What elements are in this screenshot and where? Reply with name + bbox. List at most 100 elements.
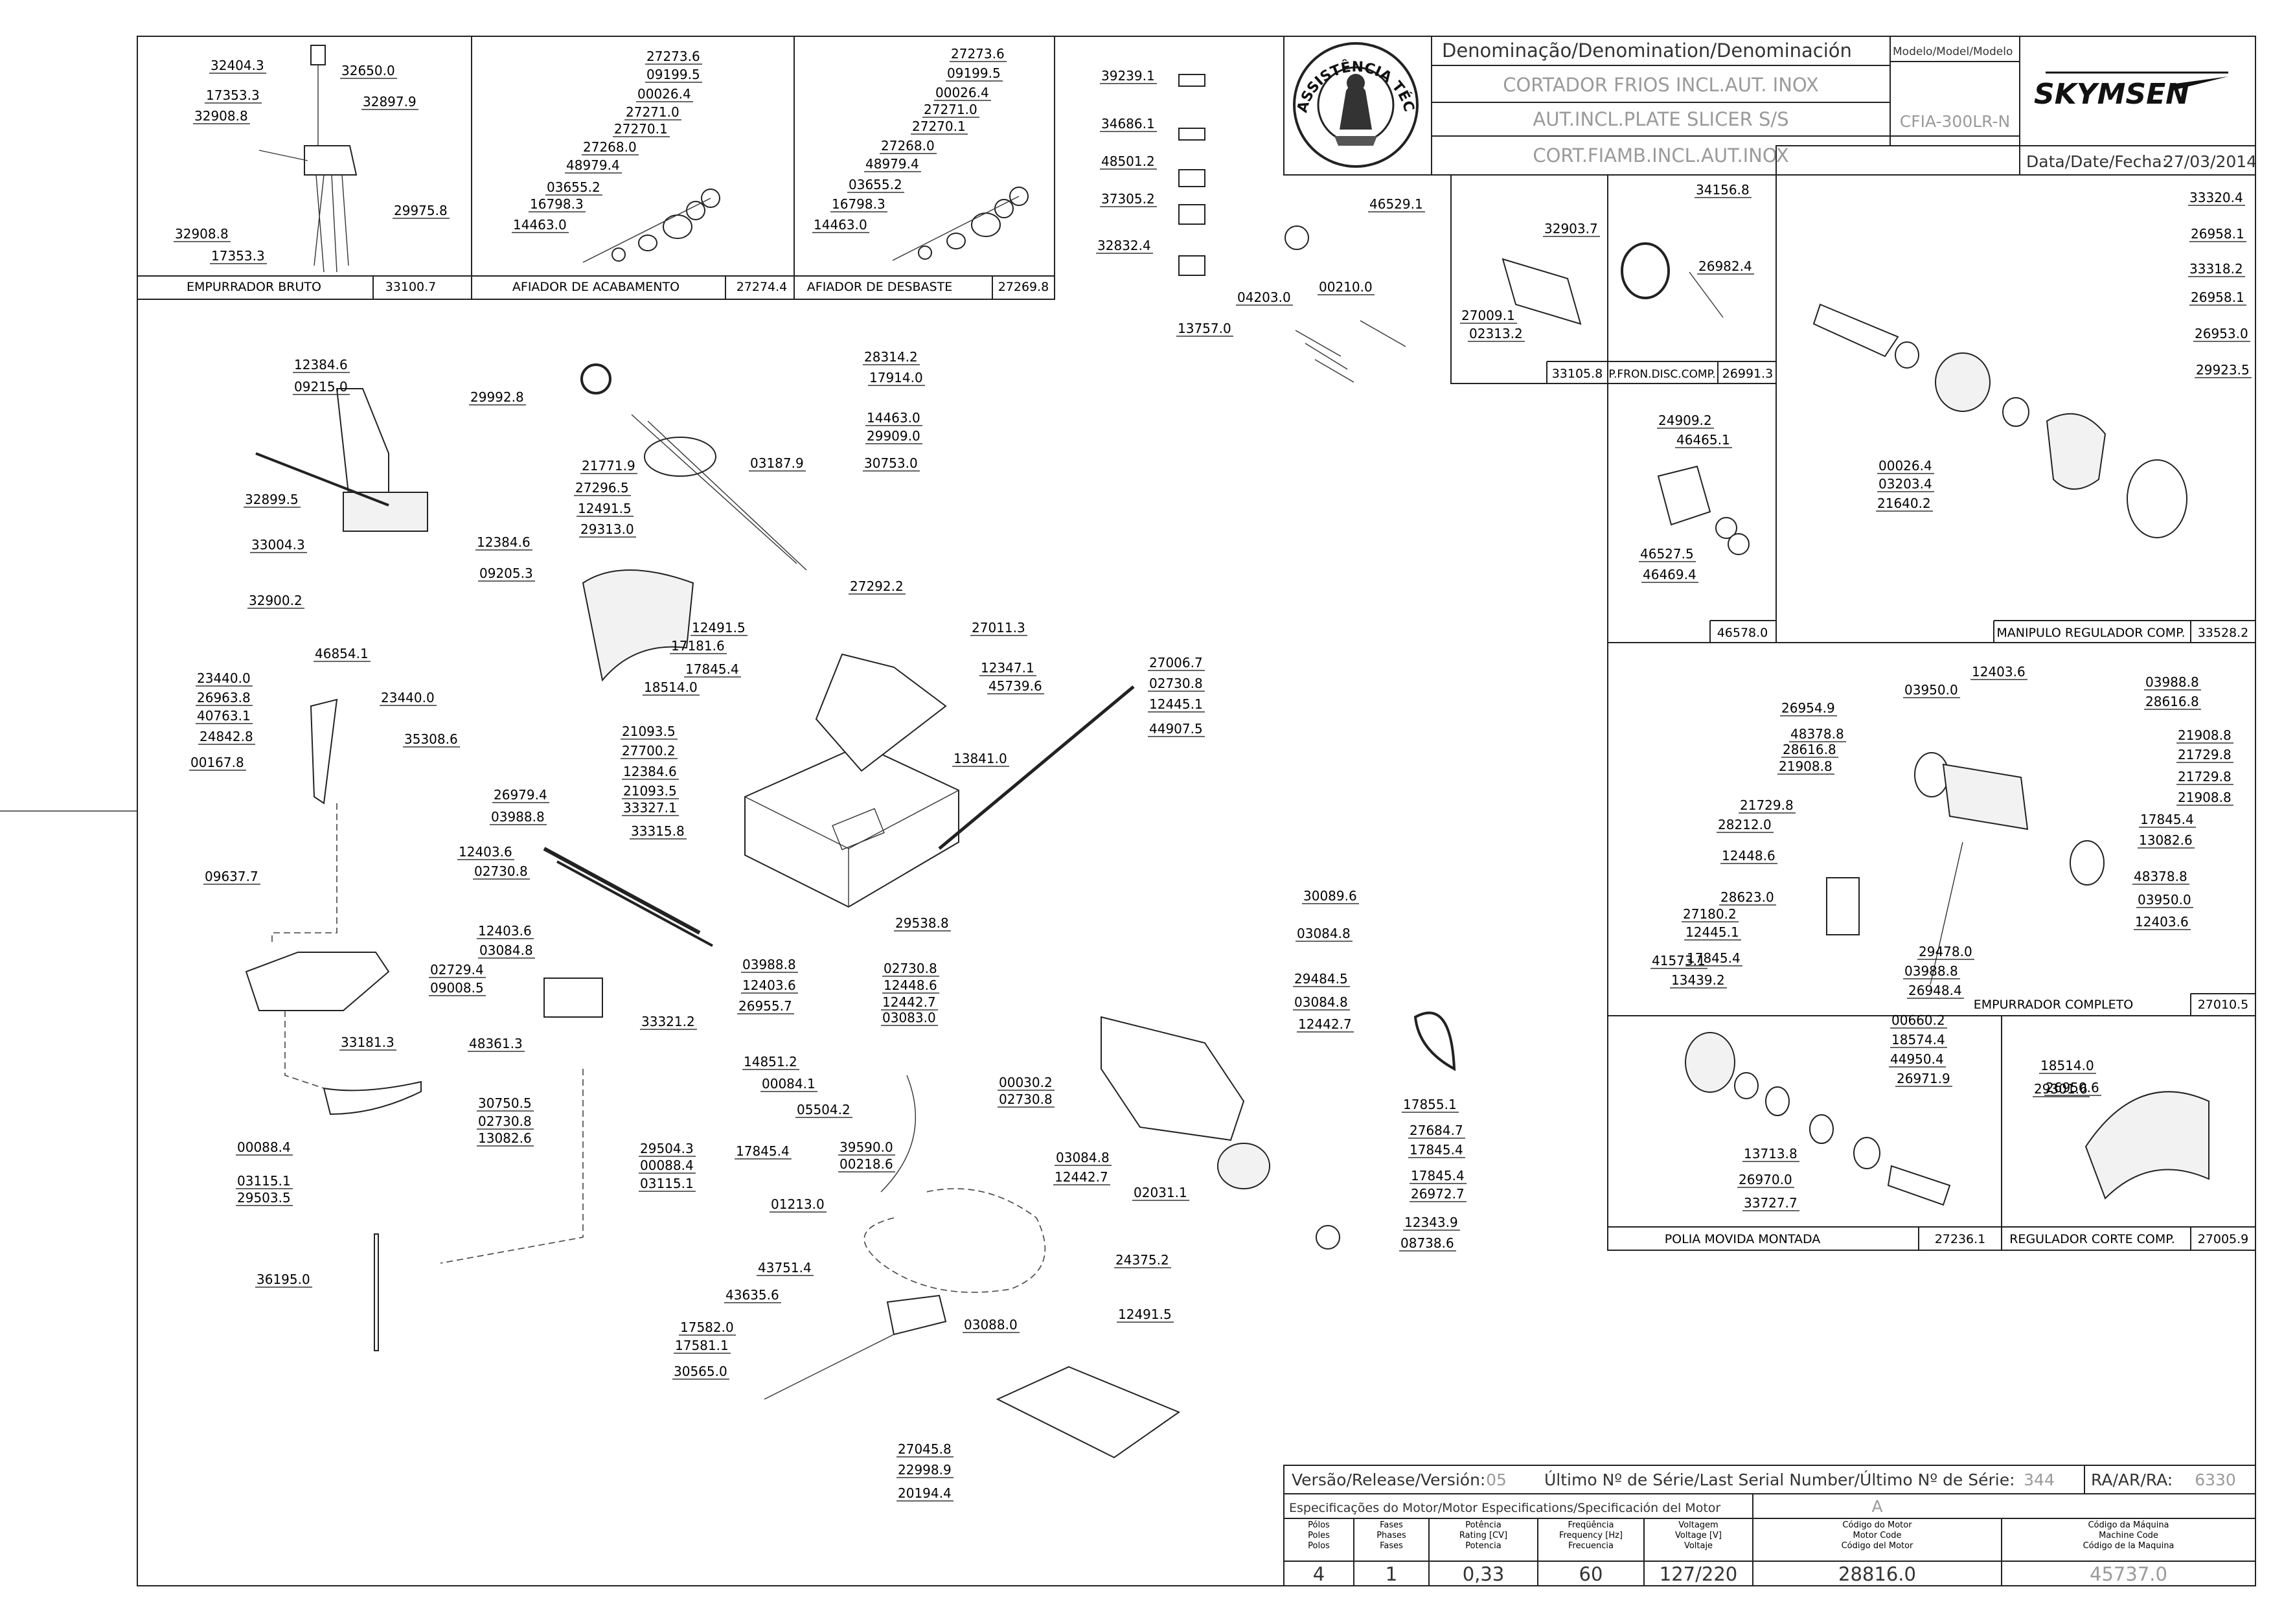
part-number-label: 28212.0 xyxy=(1718,817,1772,832)
motor-spec-column-head: Potencia xyxy=(1465,1541,1501,1551)
part-number-label: 30753.0 xyxy=(864,455,918,471)
part-number-label: 45739.6 xyxy=(988,678,1042,694)
box-manipulo-regulador: MANIPULO REGULADOR COMP. 33528.2 xyxy=(1775,145,2256,643)
part-number-label: 17581.1 xyxy=(675,1338,729,1353)
part-number-label: 00088.4 xyxy=(640,1158,694,1173)
part-number-label: 30565.0 xyxy=(674,1364,727,1379)
part-number-label: 28314.2 xyxy=(864,349,918,365)
box-title: P.FRON.DISC.COMP. xyxy=(1608,368,1715,381)
part-number-label: 12448.6 xyxy=(884,978,937,993)
part-number-label: 05504.2 xyxy=(797,1102,851,1117)
skymsen-logo: SKYMSEN xyxy=(2034,71,2228,111)
part-number-label: 46529.1 xyxy=(1369,196,1423,212)
box-title: EMPURRADOR COMPLETO xyxy=(1974,998,2133,1012)
date-label: Data/Date/Fecha: xyxy=(2026,152,2167,171)
motor-spec-column-head: Fases xyxy=(1380,1541,1403,1551)
part-number-label: 26970.0 xyxy=(1739,1172,1792,1187)
motor-spec-column-head: Código de la Maquina xyxy=(2083,1541,2175,1551)
part-number-label: 17845.4 xyxy=(2140,812,2194,827)
part-number-label: 09205.3 xyxy=(479,566,533,581)
box-33105: 33105.8 xyxy=(1450,175,1608,384)
part-number-label: 27270.1 xyxy=(614,121,668,137)
part-number-label: 09215.0 xyxy=(294,379,348,395)
part-number-label: 12347.1 xyxy=(981,660,1034,676)
part-number-label: 32908.8 xyxy=(175,226,229,242)
part-number-label: 28616.8 xyxy=(1783,742,1836,757)
part-number-label: 03083.0 xyxy=(882,1010,936,1025)
part-number-label: 32899.5 xyxy=(245,492,299,507)
part-number-label: 21729.8 xyxy=(1740,797,1794,813)
part-number-label: 24909.2 xyxy=(1658,413,1712,428)
part-number-label: 03988.8 xyxy=(1904,963,1958,979)
serial-value: 344 xyxy=(2024,1470,2055,1489)
part-number-label: 00088.4 xyxy=(237,1139,291,1155)
part-number-label: 12491.5 xyxy=(1118,1307,1172,1322)
part-number-label: 17855.1 xyxy=(1403,1097,1457,1112)
part-number-label: 32903.7 xyxy=(1544,221,1598,236)
motor-spec-label: Especificações do Motor/Motor Especifica… xyxy=(1289,1501,1720,1515)
part-number-label: 39590.0 xyxy=(839,1139,893,1155)
box-title: AFIADOR DE DESBASTE xyxy=(807,280,952,294)
part-number-label: 02730.8 xyxy=(474,863,528,879)
part-number-label: 02729.4 xyxy=(430,962,484,978)
part-number-label: 27180.2 xyxy=(1683,906,1737,922)
part-number-label: 33320.4 xyxy=(2189,190,2243,205)
motor-spec-column-head: Motor Code xyxy=(1853,1531,1902,1540)
part-number-label: 18574.4 xyxy=(1891,1032,1945,1047)
part-number-label: 12384.6 xyxy=(477,534,531,550)
motor-spec-column-head: Polos xyxy=(1308,1541,1330,1551)
part-number-label: 33318.2 xyxy=(2189,261,2243,277)
motor-spec-column-value: 0,33 xyxy=(1463,1563,1505,1585)
box-code: 33105.8 xyxy=(1552,367,1603,381)
part-number-label: 12403.6 xyxy=(1972,664,2026,680)
part-number-label: 32908.8 xyxy=(194,108,248,124)
part-number-label: 03187.9 xyxy=(750,455,804,471)
part-number-label: 00030.2 xyxy=(999,1075,1053,1090)
part-number-label: 46527.5 xyxy=(1640,546,1694,562)
part-number-label: 03115.1 xyxy=(237,1173,291,1189)
part-number-label: 33327.1 xyxy=(623,800,677,816)
part-number-label: 09008.5 xyxy=(430,980,484,996)
part-number-label: 29923.5 xyxy=(2196,362,2250,378)
part-number-label: 21729.8 xyxy=(2178,769,2232,784)
part-number-label: 03655.2 xyxy=(547,179,600,195)
part-number-label: 26979.4 xyxy=(494,787,547,803)
motor-spec-column-head: Código del Motor xyxy=(1842,1541,1913,1551)
part-number-label: 17181.6 xyxy=(671,638,725,654)
model-value: CFIA-300LR-N xyxy=(1900,112,2011,131)
box-polia-movida: POLIA MOVIDA MONTADA 27236.1 xyxy=(1607,1015,2002,1251)
motor-spec-column-head: Voltagem xyxy=(1678,1520,1718,1530)
part-number-label: 27011.3 xyxy=(972,620,1025,635)
box-code: 27005.9 xyxy=(2198,1232,2249,1246)
part-number-label: 43635.6 xyxy=(725,1287,779,1303)
part-number-label: 27268.0 xyxy=(881,138,935,154)
part-number-label: 03084.8 xyxy=(1294,994,1348,1010)
part-number-label: 21908.8 xyxy=(2178,790,2232,805)
box-regulador-corte: REGULADOR CORTE COMP. 27005.9 xyxy=(2001,1015,2256,1251)
part-number-label: 34686.1 xyxy=(1101,116,1155,132)
part-number-label: 00026.4 xyxy=(1878,458,1932,474)
box-code: 27010.5 xyxy=(2198,998,2249,1012)
part-number-label: 16798.3 xyxy=(832,196,885,212)
part-number-label: 03950.0 xyxy=(2138,892,2191,908)
motor-spec-column-value: 1 xyxy=(1386,1563,1397,1585)
part-number-label: 17845.4 xyxy=(1410,1142,1463,1158)
part-number-label: 03988.8 xyxy=(491,809,545,825)
version-label: Versão/Release/Versión: xyxy=(1292,1470,1485,1489)
part-number-label: 27009.1 xyxy=(1461,308,1515,323)
part-number-label: 29478.0 xyxy=(1919,944,1972,959)
part-number-label: 33181.3 xyxy=(341,1035,394,1050)
part-number-label: 13439.2 xyxy=(1671,972,1725,988)
part-number-label: 36195.0 xyxy=(257,1272,310,1287)
box-46578: 46578.0 xyxy=(1607,383,1777,643)
box-code: 27236.1 xyxy=(1935,1232,1986,1246)
part-number-label: 48501.2 xyxy=(1101,154,1155,169)
part-number-label: 02313.2 xyxy=(1469,326,1523,341)
version-value: 05 xyxy=(1486,1470,1507,1489)
part-number-label: 14463.0 xyxy=(814,217,867,233)
part-number-label: 32900.2 xyxy=(249,593,303,608)
part-number-label: 44950.4 xyxy=(1890,1051,1944,1067)
part-number-label: 29538.8 xyxy=(895,915,949,931)
part-number-label: 26963.8 xyxy=(197,690,251,705)
